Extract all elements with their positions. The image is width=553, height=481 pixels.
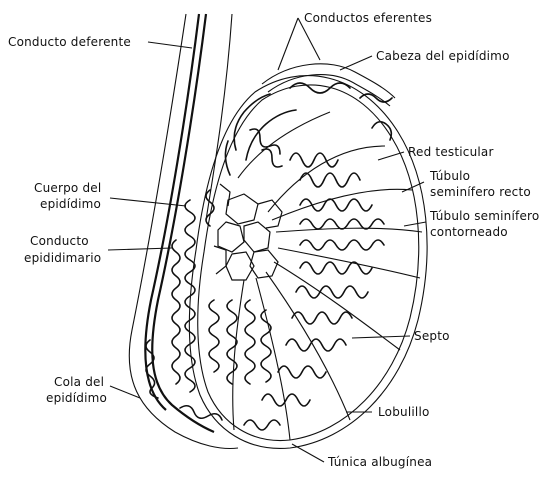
epididymis-head [262, 64, 395, 140]
vas-deferens [129, 14, 238, 448]
label-cola-epididimo-1: Cola del [54, 375, 104, 389]
label-tubulo-contorneado-1: Túbulo seminífero [429, 209, 539, 223]
label-conducto-epididimario-1: Conducto [30, 234, 89, 248]
label-cuerpo-epididimo-1: Cuerpo del [34, 181, 101, 195]
label-tubulo-recto-2: seminífero recto [430, 185, 531, 199]
label-cuerpo-epididimo-2: epidídimo [40, 197, 101, 211]
label-tubulo-contorneado-2: contorneado [430, 225, 508, 239]
label-lobulillo: Lobulillo [378, 405, 430, 419]
label-tubulo-recto-1: Túbulo [429, 169, 470, 183]
label-cabeza-epididimo: Cabeza del epidídimo [376, 49, 510, 63]
label-septo: Septo [414, 329, 450, 343]
label-tunica-albuginea: Túnica albugínea [327, 455, 432, 469]
label-conductos-eferentes: Conductos eferentes [304, 11, 432, 25]
label-conducto-deferente: Conducto deferente [8, 35, 131, 49]
rete-testis [214, 184, 282, 280]
label-conducto-epididimario-2: epididimario [24, 251, 101, 265]
label-cola-epididimo-2: epidídimo [46, 391, 107, 405]
label-red-testicular: Red testicular [408, 145, 494, 159]
